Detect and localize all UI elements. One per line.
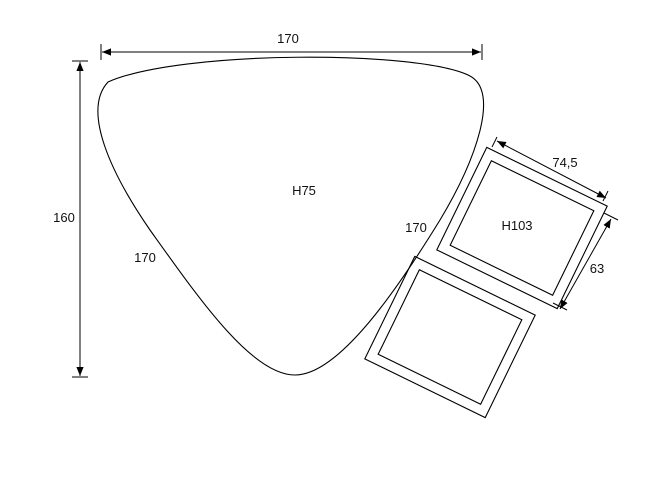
- stool-height-label: H103: [501, 218, 532, 233]
- stool-width-label: 74,5: [552, 155, 577, 170]
- table-height-label: H75: [292, 183, 316, 198]
- stool-lower-inner: [377, 269, 523, 405]
- height-label: 160: [53, 210, 75, 225]
- stool-width-dimension: [496, 140, 607, 199]
- right-side-label: 170: [405, 220, 427, 235]
- stool-depth-ext-top: [603, 212, 619, 221]
- stool-depth-label: 63: [590, 261, 604, 276]
- left-side-label: 170: [134, 250, 156, 265]
- stool-width-ext-left: [491, 136, 498, 148]
- table-top-outline: [97, 56, 485, 376]
- stool-lower: [364, 255, 536, 419]
- stool-width-ext-right: [602, 190, 609, 202]
- stool-lower-outer: [364, 255, 536, 419]
- stool-depth-dimension: [559, 218, 612, 310]
- top-width-label: 170: [277, 31, 299, 46]
